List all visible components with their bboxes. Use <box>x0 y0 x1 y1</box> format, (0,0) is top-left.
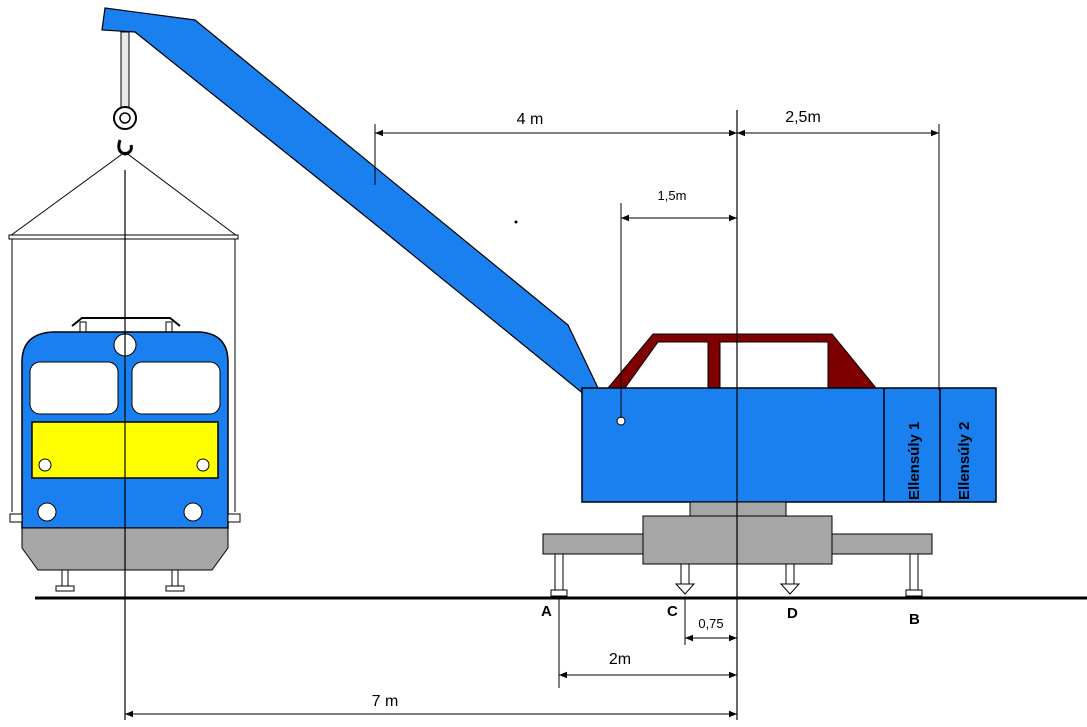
counterweight-2-label: Ellensúly 2 <box>956 422 973 500</box>
dim-2m-label: 2m <box>609 651 631 668</box>
support-D-label: D <box>787 605 798 622</box>
crane-upper-body <box>581 387 997 503</box>
cab-frame <box>606 333 878 389</box>
turntable <box>689 501 787 517</box>
dim-4m-label: 4 m <box>517 111 544 128</box>
dim-1-5m-label: 1,5m <box>658 188 687 203</box>
support-C-label: C <box>667 603 678 620</box>
hook-rope <box>120 31 130 109</box>
crane-hook-icon <box>113 106 137 156</box>
counterweight-1-label: Ellensúly 1 <box>906 422 923 500</box>
support-B-label: B <box>909 611 920 628</box>
dim-0-75-label: 0,75 <box>698 616 723 631</box>
spreader-beam <box>8 234 239 240</box>
sling-left <box>9 151 126 237</box>
support-A-label: A <box>541 603 552 620</box>
crane-icon <box>542 333 997 597</box>
dim-2-5m-label: 2,5m <box>785 109 821 126</box>
dim-7m-label: 7 m <box>372 693 399 710</box>
sling-right <box>124 151 238 237</box>
